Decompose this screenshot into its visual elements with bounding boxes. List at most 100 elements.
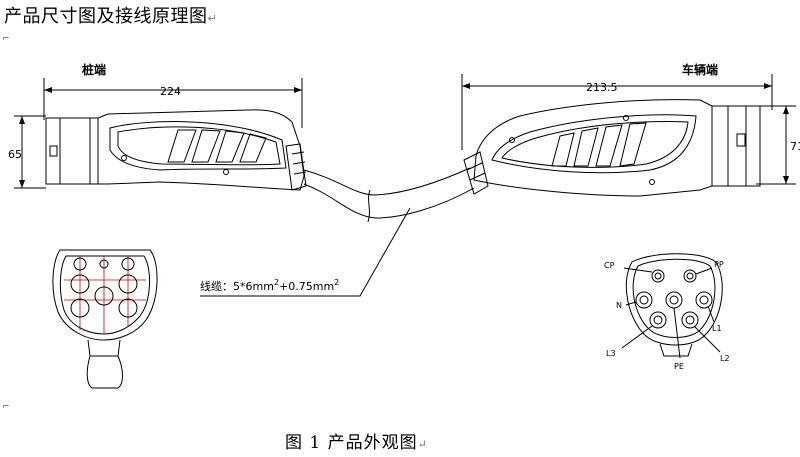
left-screw-2 xyxy=(223,169,229,175)
heading-text: 产品尺寸图及接线原理图 xyxy=(4,6,208,27)
label-pin-pp: PP xyxy=(714,260,724,269)
right-face-neck xyxy=(659,343,693,357)
left-screw-1 xyxy=(121,155,127,161)
label-dim-213-5: 213.5 xyxy=(586,81,618,94)
heading-return-mark: ↵ xyxy=(207,12,218,25)
right-head-latch xyxy=(736,133,746,147)
right-grip-outline xyxy=(491,114,697,174)
right-screw-2 xyxy=(509,137,515,143)
leader-pe xyxy=(673,307,681,359)
left-plug-body xyxy=(97,109,305,191)
label-pin-l2: L2 xyxy=(720,354,730,363)
right-pin-n xyxy=(635,291,653,309)
right-pin-l2-core xyxy=(685,315,695,325)
left-face-neck xyxy=(87,339,121,357)
left-head-latch xyxy=(49,145,58,157)
leader-cp xyxy=(623,267,653,273)
right-grip-slot-3 xyxy=(595,124,623,167)
left-face-cable xyxy=(86,355,123,389)
left-pin-cp xyxy=(121,257,135,271)
cable-break-mark xyxy=(367,189,371,223)
corner-mark-bottom: ⌐ xyxy=(2,402,10,412)
left-pin-l2 xyxy=(70,298,90,318)
vehicle-end-face-view xyxy=(621,253,723,359)
left-pin-l3 xyxy=(70,274,90,294)
leader-n xyxy=(625,301,637,306)
cable-top-edge xyxy=(303,167,471,196)
right-face-inner xyxy=(632,258,716,338)
pile-end-plug xyxy=(14,78,307,191)
right-pin-l1-core xyxy=(699,295,709,305)
right-pin-cp-core xyxy=(654,272,662,280)
left-grip-slot-3 xyxy=(215,130,245,163)
leader-l3 xyxy=(621,325,653,349)
right-pin-cp xyxy=(651,269,665,283)
label-pile-end: 桩端 xyxy=(82,62,106,77)
cable-leader-line xyxy=(200,207,411,297)
left-grip-slot-2 xyxy=(191,129,221,163)
label-dim-71: 71 xyxy=(790,140,800,153)
cable-bottom-edge xyxy=(303,183,475,219)
right-pin-l1 xyxy=(695,291,713,309)
cable-sup-2: 2 xyxy=(334,278,339,287)
left-pin-n xyxy=(118,274,138,294)
right-pin-pp-core xyxy=(686,272,694,280)
left-pin-pe xyxy=(94,286,114,306)
left-grip-outline xyxy=(109,121,287,171)
right-pin-center xyxy=(665,291,683,309)
right-grip-inner xyxy=(501,121,689,168)
right-grip-slot-1 xyxy=(551,132,575,167)
label-pin-pe: PE xyxy=(674,362,684,371)
right-pin-center-core xyxy=(669,295,679,305)
label-vehicle-end: 车辆端 xyxy=(682,62,718,77)
right-pin-l3 xyxy=(649,311,667,329)
cable-plus: +0.75mm xyxy=(279,280,334,293)
corner-mark-top: ⌐ xyxy=(2,34,10,44)
right-screw-1 xyxy=(623,115,629,121)
vehicle-end-plug xyxy=(461,74,796,197)
left-relief-ring-3 xyxy=(293,171,307,175)
right-grip-slot-4 xyxy=(619,122,647,167)
leader-l1 xyxy=(707,305,715,323)
cable-sup-1: 2 xyxy=(274,278,279,287)
left-strain-relief xyxy=(285,143,307,191)
cable xyxy=(200,167,475,297)
left-pin-pp xyxy=(73,257,87,271)
right-pin-l2 xyxy=(681,311,699,329)
pile-end-face-view xyxy=(52,249,158,389)
right-pin-n-core xyxy=(639,295,649,305)
caption-text: 图 1 产品外观图 xyxy=(285,433,418,453)
left-pin-center-top xyxy=(99,259,109,269)
label-dim-224: 224 xyxy=(160,85,181,98)
caption-return-mark: ↵ xyxy=(417,438,428,451)
label-pin-l1: L1 xyxy=(712,324,722,333)
left-relief-ring-2 xyxy=(292,161,306,165)
right-strain-relief xyxy=(463,151,489,195)
right-pin-l3-core xyxy=(653,315,663,325)
left-face-outline xyxy=(52,249,158,341)
left-grip-slot-1 xyxy=(167,129,197,163)
label-dim-65: 65 xyxy=(8,148,22,161)
cable-prefix: 线缆： xyxy=(200,279,233,293)
right-plug-head xyxy=(711,105,761,187)
right-relief-ring-1 xyxy=(466,162,483,171)
right-screw-3 xyxy=(649,179,655,185)
leader-l2 xyxy=(693,325,721,353)
right-grip-slot-2 xyxy=(573,127,599,167)
cable-main: 5*6mm xyxy=(233,280,274,293)
label-pin-l3: L3 xyxy=(606,349,616,358)
page-heading: 产品尺寸图及接线原理图↵ xyxy=(4,2,217,28)
figure-caption: 图 1 产品外观图↵ xyxy=(285,428,428,453)
right-plug-body xyxy=(473,99,713,197)
leader-pp xyxy=(695,267,713,275)
right-pin-pp xyxy=(683,269,697,283)
right-relief-ring-2 xyxy=(469,172,486,181)
label-cable: 线缆：5*6mm2+0.75mm2 xyxy=(200,278,339,293)
left-relief-ring-1 xyxy=(291,151,305,155)
left-grip-inner xyxy=(117,126,281,166)
left-grip-slot-4 xyxy=(239,133,267,163)
label-pin-cp: CP xyxy=(604,261,615,270)
label-pin-n: N xyxy=(616,301,622,310)
